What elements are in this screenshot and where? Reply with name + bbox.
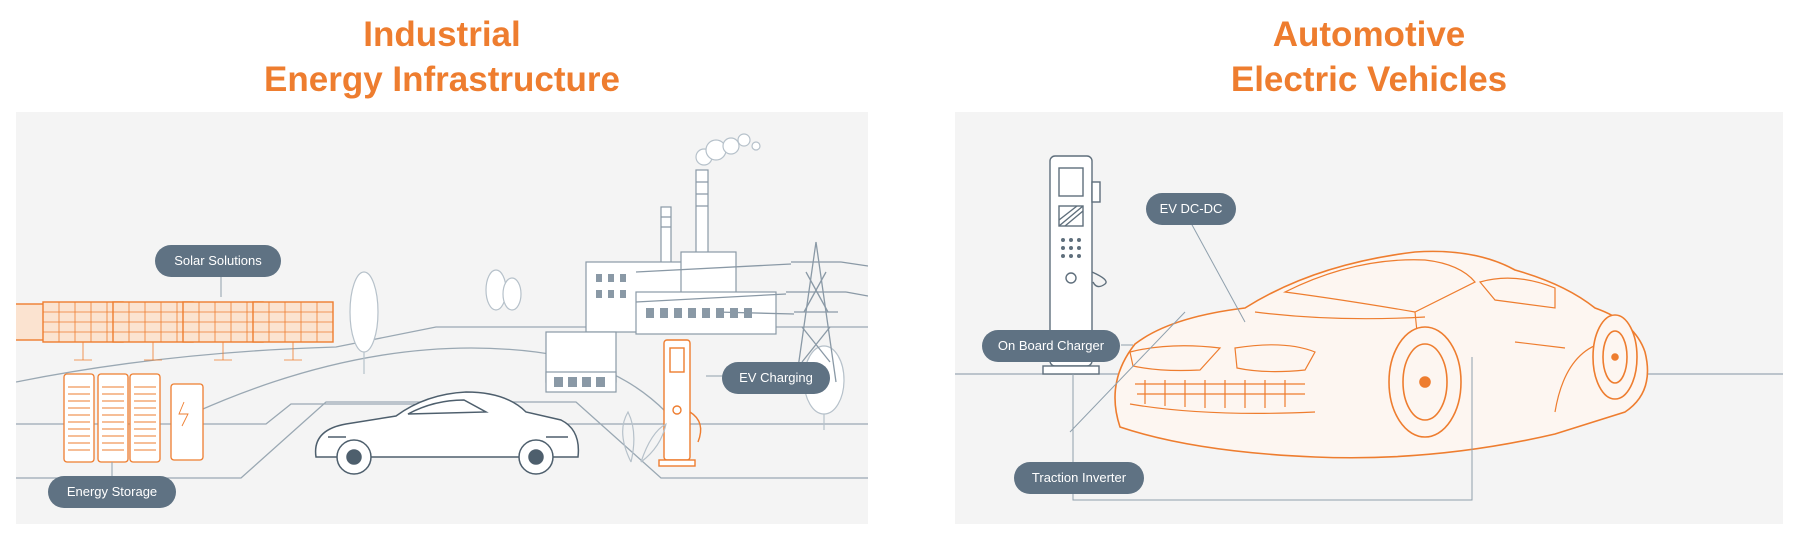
sports-car-icon bbox=[1114, 250, 1649, 459]
ev-charging-label[interactable]: EV Charging bbox=[722, 362, 830, 394]
automotive-scene bbox=[955, 155, 1783, 501]
car-icon bbox=[314, 391, 580, 475]
factory-icon bbox=[545, 169, 777, 393]
hill-line bbox=[16, 326, 868, 383]
tree-icon bbox=[349, 269, 845, 430]
industrial-title-line1: Industrial bbox=[363, 15, 521, 54]
solar-panel-icon bbox=[16, 301, 334, 361]
industrial-title-line2: Energy Infrastructure bbox=[264, 60, 620, 99]
battery-storage-icon bbox=[63, 373, 204, 463]
smoke-icon bbox=[695, 133, 761, 166]
ev-dc-dc-label[interactable]: EV DC-DC bbox=[1146, 193, 1236, 225]
car-wheels bbox=[1388, 314, 1638, 438]
automotive-title: Automotive Electric Vehicles bbox=[955, 12, 1783, 102]
energy-storage-label[interactable]: Energy Storage bbox=[48, 476, 176, 508]
power-tower-icon bbox=[635, 241, 868, 383]
back-hill-line bbox=[195, 347, 667, 413]
plant-icon bbox=[622, 410, 667, 463]
industrial-title: Industrial Energy Infrastructure bbox=[16, 12, 868, 102]
industrial-scene bbox=[16, 133, 868, 490]
traction-inverter-label[interactable]: Traction Inverter bbox=[1014, 462, 1144, 494]
industrial-illustration-panel bbox=[16, 112, 868, 524]
automotive-title-line1: Automotive bbox=[1272, 15, 1466, 54]
label-connectors bbox=[1069, 211, 1473, 501]
on-board-charger-label[interactable]: On Board Charger bbox=[982, 330, 1120, 362]
automotive-title-line2: Electric Vehicles bbox=[1230, 60, 1508, 99]
solar-solutions-label[interactable]: Solar Solutions bbox=[155, 245, 281, 277]
ev-charger-icon bbox=[1042, 155, 1107, 375]
automotive-illustration-panel bbox=[955, 112, 1783, 524]
ev-charger-icon bbox=[658, 339, 702, 467]
